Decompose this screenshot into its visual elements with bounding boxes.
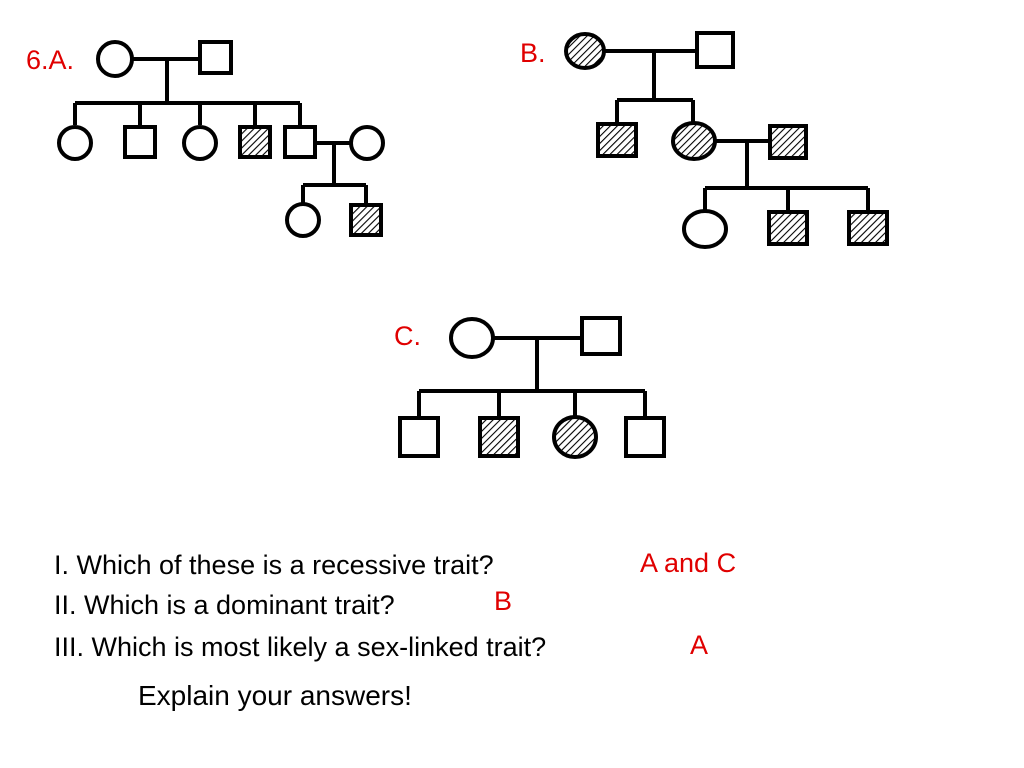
b-mother-affected-circle-icon — [564, 32, 606, 70]
c-child-2-affected-square-icon — [478, 416, 520, 458]
pedigree-b — [603, 49, 870, 211]
a-grandchild-1-circle-icon — [285, 202, 321, 238]
c-mother-circle-icon — [449, 317, 495, 359]
c-child-3-affected-circle-icon — [552, 415, 598, 459]
b-child-2-affected-circle-icon — [671, 121, 717, 161]
a-father-square-icon — [198, 40, 233, 75]
b-grandchild-3-affected-square-icon — [847, 210, 889, 246]
answer-2: B — [494, 586, 513, 616]
question-3: III. Which is most likely a sex-linked t… — [54, 632, 547, 662]
c-child-4-square-icon — [624, 416, 666, 458]
answer-1: A and C — [640, 548, 737, 578]
pedigree-c-label: C. — [394, 321, 421, 351]
a-mother-circle-icon — [96, 40, 134, 78]
b-father-square-icon — [695, 31, 735, 69]
question-2: II. Which is a dominant trait? — [54, 590, 395, 620]
answer-3: A — [690, 630, 709, 660]
b-child-1-affected-square-icon — [596, 122, 638, 158]
c-child-1-square-icon — [398, 416, 440, 458]
a-child-3-circle-icon — [182, 125, 218, 161]
pedigree-b-label: B. — [520, 38, 546, 68]
b-grandchild-1-circle-icon — [682, 209, 728, 249]
pedigree-a-label: 6.A. — [26, 45, 75, 75]
c-father-square-icon — [580, 316, 622, 356]
a-grandchild-2-affected-square-icon — [349, 203, 383, 237]
b-grandchild-2-affected-square-icon — [767, 210, 809, 246]
a-child-2-square-icon — [123, 125, 157, 159]
question-1: I. Which of these is a recessive trait? — [54, 550, 494, 580]
explain-prompt: Explain your answers! — [138, 680, 412, 711]
b-spouse-affected-square-icon — [768, 124, 808, 160]
a-child-5-square-icon — [283, 125, 317, 159]
a-child-4-affected-square-icon — [238, 125, 272, 159]
pedigree-a — [73, 57, 368, 203]
a-spouse-circle-icon — [349, 125, 385, 161]
a-child-1-circle-icon — [57, 125, 93, 161]
pedigree-c — [417, 336, 647, 416]
